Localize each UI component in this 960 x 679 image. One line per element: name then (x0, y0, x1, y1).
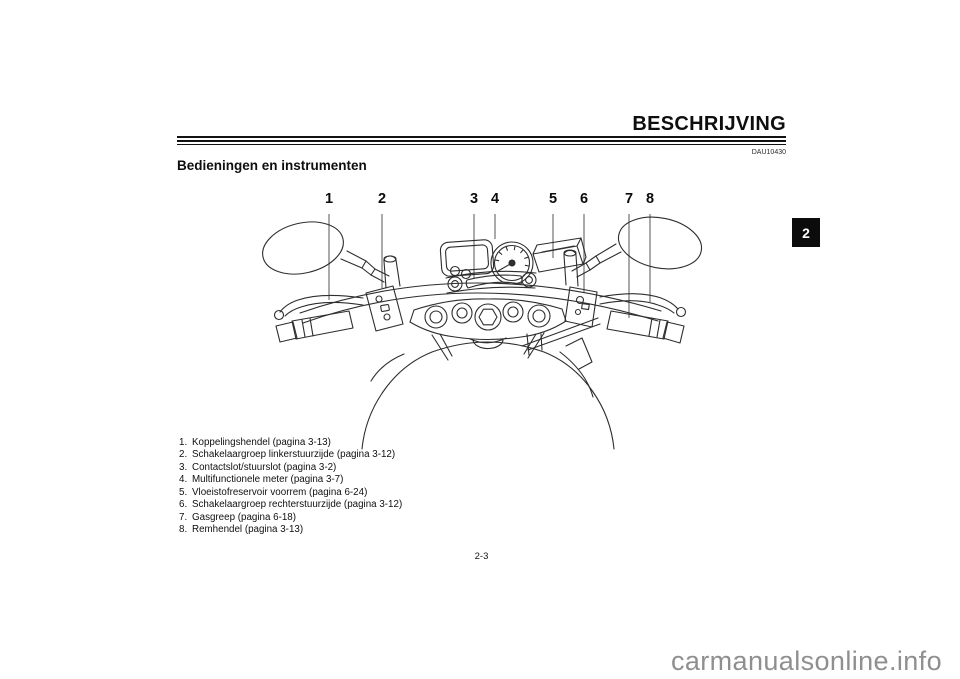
triple-clamp (409, 298, 601, 361)
callout-label-2: 2 (377, 191, 387, 207)
legend-item: 8. Remhendel (pagina 3-13) (179, 524, 402, 536)
legend-item-label: Schakelaargroep linkerstuurzijde (pagina… (192, 449, 396, 461)
brake-fluid-reservoir (532, 237, 587, 273)
callout-label-5: 5 (548, 191, 558, 207)
left-grip (275, 310, 354, 343)
legend-item-number: 5. (179, 486, 188, 498)
legend-item: 2. Schakelaargroep linkerstuurzijde (pag… (179, 449, 402, 461)
header-rule-thick (177, 140, 786, 143)
legend-item: 5. Vloeistofreservoir voorrem (pagina 6-… (179, 487, 402, 499)
callout-label-8: 8 (645, 191, 655, 207)
legend-item-number: 3. (179, 461, 188, 473)
brake-lever (599, 293, 687, 318)
page-number: 2-3 (474, 551, 489, 562)
callout-label-4: 4 (490, 191, 500, 207)
legend-item-number: 2. (179, 449, 188, 461)
legend-item-number: 8. (179, 524, 188, 536)
legend-item-label: Multifunctionele meter (pagina 3-7) (192, 474, 344, 486)
ignition-steering-lock (445, 270, 537, 294)
throttle-grip (606, 310, 685, 344)
legend-item-number: 4. (179, 474, 188, 486)
legend-item-label: Schakelaargroep rechterstuurzijde (pagin… (192, 499, 403, 511)
legend-item-number: 7. (179, 511, 188, 523)
chapter-tab: 2 (792, 218, 820, 247)
legend-item-label: Vloeistofreservoir voorrem (pagina 6-24) (192, 486, 368, 498)
legend-item: 1. Koppelingshendel (pagina 3-13) (179, 437, 402, 449)
handlebar-diagram (262, 214, 703, 450)
page-title: BESCHRIJVING (632, 113, 786, 135)
header-rule-bottom (177, 144, 786, 146)
legend-item-label: Koppelingshendel (pagina 3-13) (192, 437, 331, 448)
fuel-tank (361, 333, 615, 450)
legend-item: 4. Multifunctionele meter (pagina 3-7) (179, 474, 402, 486)
mirror-mounts (383, 249, 579, 289)
legend-item-number: 1. (179, 437, 188, 448)
callout-label-3: 3 (469, 191, 479, 207)
left-switch-group (365, 285, 404, 332)
right-mirror (571, 216, 703, 278)
callout-label-7: 7 (624, 191, 634, 207)
legend-item-label: Gasgreep (pagina 6-18) (192, 511, 297, 523)
legend-item: 6. Schakelaargroep rechterstuurzijde (pa… (179, 499, 402, 511)
legend-item: 7. Gasgreep (pagina 6-18) (179, 512, 402, 524)
legend-item-label: Contactslot/stuurslot (pagina 3-2) (192, 461, 337, 473)
legend-item-number: 6. (179, 499, 188, 511)
watermark: carmanualsonline.info (670, 646, 942, 676)
doc-code: DAU10430 (751, 149, 786, 156)
multifunction-meter (439, 239, 534, 285)
callout-label-1: 1 (324, 191, 334, 207)
right-switch-group (564, 286, 598, 328)
legend-item: 3. Contactslot/stuurslot (pagina 3-2) (179, 462, 402, 474)
section-title: Bedieningen en instrumenten (177, 158, 367, 173)
callout-label-6: 6 (579, 191, 589, 207)
clutch-lever (273, 294, 364, 321)
legend-item-label: Remhendel (pagina 3-13) (192, 524, 304, 536)
left-mirror (262, 221, 390, 283)
legend-list: 1. Koppelingshendel (pagina 3-13) 2. Sch… (179, 437, 402, 537)
controls-figure: 1 2 3 4 5 6 7 8 (250, 190, 720, 455)
header-rule-thin (177, 136, 786, 138)
